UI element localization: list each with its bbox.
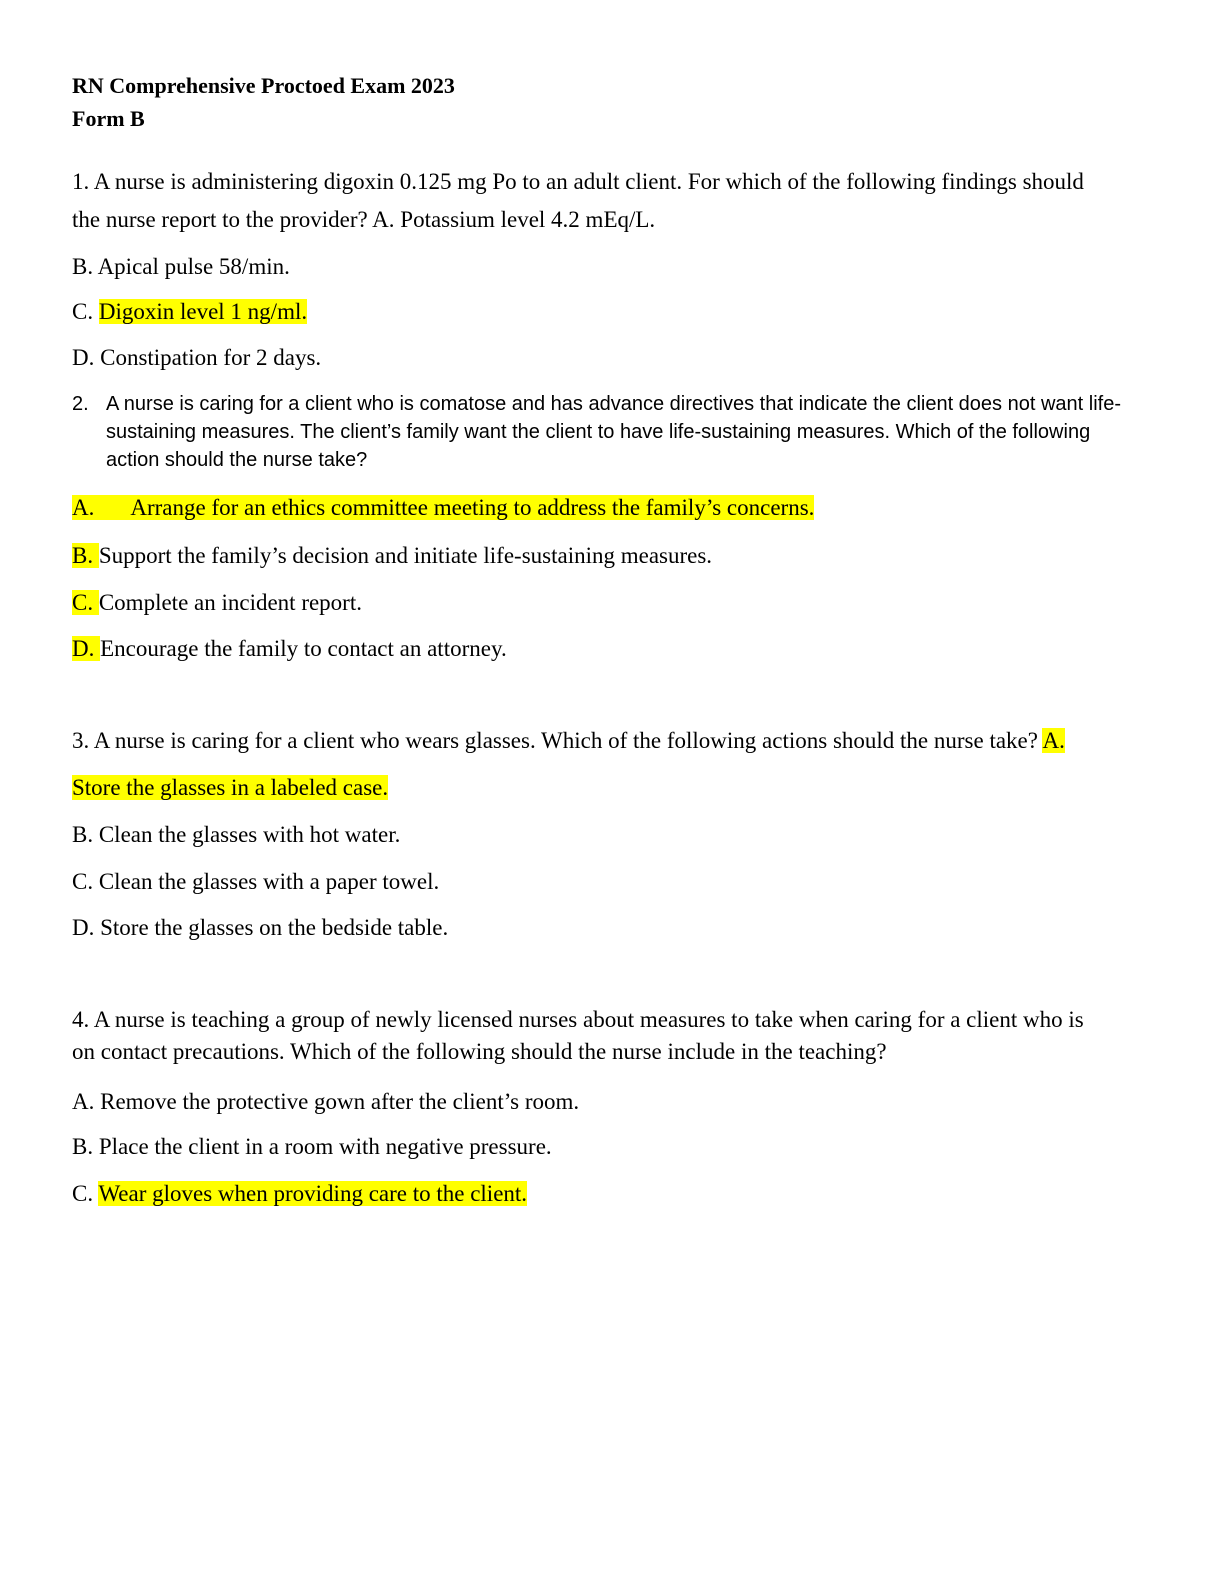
option-b-letter: B. [72, 543, 99, 568]
option-a-highlight: A. Arrange for an ethics committee meetin… [72, 495, 815, 520]
question-4-stem-line1: 4. A nurse is teaching a group of newly … [72, 1007, 1084, 1032]
question-3-option-a: Store the glasses in a labeled case. [72, 774, 389, 802]
question-4-option-a: A. Remove the protective gown after the … [72, 1089, 580, 1114]
option-d-letter: D. [72, 636, 101, 661]
question-2-option-d: D. Encourage the family to contact an at… [72, 635, 507, 663]
question-3-stem: 3. A nurse is caring for a client who we… [72, 727, 1065, 755]
question-1-option-c: C. Digoxin level 1 ng/ml. [72, 298, 308, 326]
highlighted-answer: Digoxin level 1 ng/ml. [98, 299, 308, 324]
question-2-option-b: B. Support the family’s decision and ini… [72, 542, 712, 570]
question-2-option-c: C. Complete an incident report. [72, 589, 362, 617]
question-2-stem: 2. A nurse is caring for a client who is… [72, 390, 1132, 474]
question-4-option-b: B. Place the client in a room with negat… [72, 1134, 552, 1159]
question-3-option-b: B. Clean the glasses with hot water. [72, 822, 401, 847]
highlighted-answer: Wear gloves when providing care to the c… [98, 1181, 528, 1206]
question-1-stem-line2: the nurse report to the provider? A. Pot… [72, 207, 656, 232]
option-d-text: Encourage the family to contact an attor… [100, 636, 507, 661]
option-a-letter: A. [72, 495, 95, 520]
question-1-option-b: B. Apical pulse 58/min. [72, 254, 290, 279]
option-b-text: Support the family’s decision and initia… [98, 543, 713, 568]
question-4-option-c: C. Wear gloves when providing care to th… [72, 1180, 528, 1208]
question-2-number: 2. [72, 393, 89, 415]
option-c-letter: C. [72, 1181, 99, 1206]
question-1-option-d: D. Constipation for 2 days. [72, 345, 322, 370]
option-c-letter: C. [72, 590, 99, 615]
question-3-option-c: C. Clean the glasses with a paper towel. [72, 869, 440, 894]
question-1-stem-line1: 1. A nurse is administering digoxin 0.12… [72, 169, 1084, 194]
question-2-option-a: A. Arrange for an ethics committee meetin… [72, 494, 815, 522]
highlighted-answer: Store the glasses in a labeled case. [72, 775, 389, 800]
document-title: RN Comprehensive Proctoed Exam 2023 [72, 73, 455, 98]
document-subtitle: Form B [72, 106, 145, 131]
question-3-stem-text: 3. A nurse is caring for a client who we… [72, 728, 1043, 753]
question-3-option-d: D. Store the glasses on the bedside tabl… [72, 915, 449, 940]
option-c-text: Complete an incident report. [98, 590, 362, 615]
option-c-letter: C. [72, 299, 99, 324]
question-2-stem-text: A nurse is caring for a client who is co… [106, 393, 1121, 471]
option-a-text: Arrange for an ethics committee meeting … [130, 495, 815, 520]
question-4-stem-line2: on contact precautions. Which of the fol… [72, 1039, 887, 1064]
option-a-letter: A. [1042, 728, 1065, 753]
